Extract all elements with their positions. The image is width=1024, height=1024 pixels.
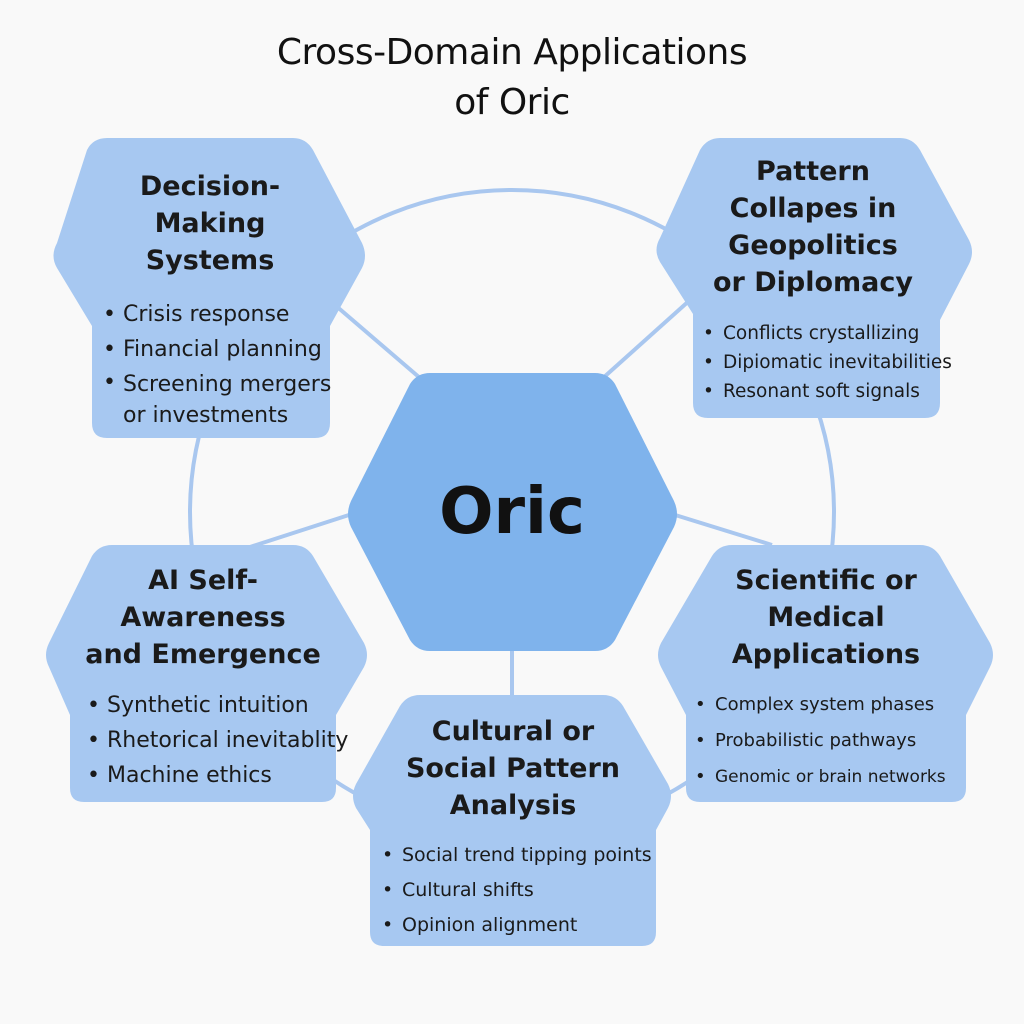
list-item: Synthetic intuition — [85, 688, 348, 723]
hub-label: Oric — [439, 475, 585, 549]
heading-line: Scientific or — [735, 565, 917, 596]
heading-line: Medical — [767, 602, 885, 633]
list-item: Social trend tipping points — [380, 838, 652, 873]
list-item: Opinion alignment — [380, 908, 652, 943]
heading-line: Social Pattern — [405, 753, 621, 784]
heading-line: Applications — [731, 639, 921, 670]
node-list-cultural: Social trend tipping points Cultural shi… — [380, 838, 652, 943]
list-item-text: Rhetorical inevitablity — [107, 728, 349, 753]
heading-line: Awareness — [120, 602, 286, 633]
list-item-text: Crisis response — [123, 302, 290, 327]
list-item: Probabilistic pathways — [693, 723, 946, 759]
list-item-text: Probabilistic pathways — [715, 730, 917, 751]
node-list-scientific: Complex system phases Probabilistic path… — [693, 687, 946, 795]
heading-line: Cultural or — [431, 716, 595, 747]
list-item-text: Financial planning — [123, 337, 322, 362]
heading-line: Geopolitics — [728, 230, 898, 261]
node-heading-ai: AI Self- Awareness and Emergence — [70, 562, 336, 673]
heading-line: Analysis — [449, 790, 577, 821]
node-list-geopolitics: Conflicts crystallizing Dipiomatic inevi… — [701, 319, 952, 406]
hub-shape — [348, 373, 677, 651]
list-item: Genomic or brain networks — [693, 759, 946, 795]
node-list-decision: Crisis response Financial planning Scree… — [101, 297, 331, 431]
connector-geopolitics — [601, 298, 692, 380]
node-list-ai: Synthetic intuition Rhetorical inevitabl… — [85, 688, 348, 793]
list-item: Financial planning — [101, 332, 331, 367]
connector-scientific — [671, 512, 773, 547]
heading-line: Making — [154, 208, 266, 239]
list-item: Machine ethics — [85, 758, 348, 793]
list-item-text: Resonant soft signals — [723, 381, 920, 402]
heading-line: Collapes in — [729, 193, 897, 224]
list-item-text: Conflicts crystallizing — [723, 323, 920, 344]
list-item-text: Opinion alignment — [402, 914, 578, 936]
connector-ai — [249, 512, 353, 549]
heading-line: or Diplomacy — [712, 267, 914, 298]
list-item-text: Dipiomatic inevitabilities — [723, 352, 952, 373]
node-heading-cultural: Cultural or Social Pattern Analysis — [370, 713, 656, 824]
list-item-text: Complex system phases — [715, 694, 935, 715]
list-item: Screening mergers or investments — [101, 367, 331, 431]
title-line-2: of Oric — [454, 82, 570, 123]
list-item-text: Social trend tipping points — [402, 844, 652, 866]
list-item: Conflicts crystallizing — [701, 319, 952, 348]
connector-decision — [333, 303, 422, 380]
node-heading-scientific: Scientific or Medical Applications — [690, 562, 962, 673]
node-heading-geopolitics: Pattern Collapes in Geopolitics or Diplo… — [683, 153, 943, 301]
heading-line: Pattern — [756, 156, 870, 187]
title-line-1: Cross-Domain Applications — [276, 32, 748, 73]
list-item: Cultural shifts — [380, 873, 652, 908]
list-item: Dipiomatic inevitabilities — [701, 348, 952, 377]
heading-line: Systems — [145, 245, 275, 276]
heading-line: and Emergence — [85, 639, 321, 670]
list-item-text: Synthetic intuition — [107, 693, 309, 718]
heading-line: Decision- — [139, 171, 281, 202]
list-item: Complex system phases — [693, 687, 946, 723]
list-item-text: Genomic or brain networks — [715, 767, 946, 787]
node-heading-decision: Decision- Making Systems — [92, 168, 328, 279]
list-item-text-continued: or investments — [123, 403, 289, 428]
list-item: Rhetorical inevitablity — [85, 723, 348, 758]
list-item: Crisis response — [101, 297, 331, 332]
heading-line: AI Self- — [148, 565, 258, 596]
list-item-text: Cultural shifts — [402, 879, 534, 901]
list-item-text: Screening mergers — [123, 372, 332, 397]
page-title: Cross-Domain Applications of Oric — [112, 28, 912, 128]
list-item: Resonant soft signals — [701, 377, 952, 406]
list-item-text: Machine ethics — [107, 763, 272, 788]
